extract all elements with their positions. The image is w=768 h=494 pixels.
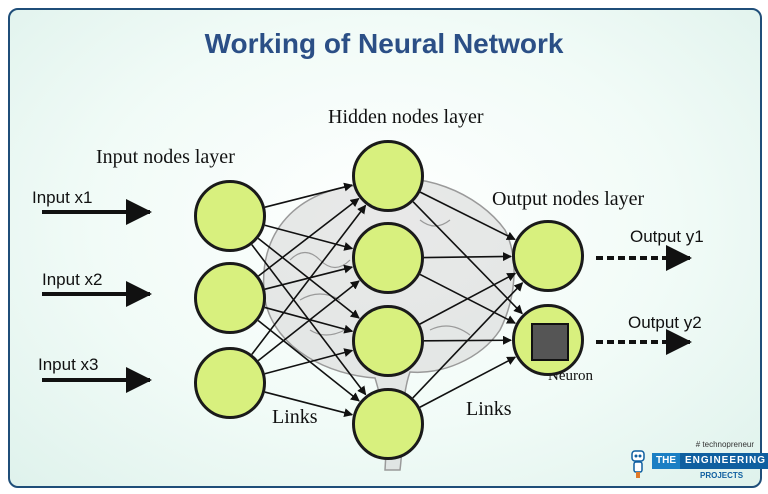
input-label-1: Input x1 xyxy=(32,188,93,207)
hidden-node-3 xyxy=(352,305,424,377)
logo-engineering: ENGINEERING xyxy=(680,453,768,469)
link-line xyxy=(264,306,354,334)
logo-projects: PROJECTS xyxy=(700,471,744,480)
link-line xyxy=(258,197,360,277)
logo-wordmark: THE ENGINEERING xyxy=(652,453,768,469)
links-label-left: Links xyxy=(272,406,318,428)
output-node-1 xyxy=(512,220,584,292)
hidden-layer-label: Hidden nodes layer xyxy=(328,106,484,128)
links-label-right: Links xyxy=(466,398,512,420)
hidden-node-4 xyxy=(352,388,424,460)
link-line xyxy=(419,356,517,408)
input-node-1 xyxy=(194,180,266,252)
link-line xyxy=(419,191,516,241)
input-label-3: Input x3 xyxy=(38,355,99,374)
input-label-2: Input x2 xyxy=(42,270,103,289)
link-line xyxy=(423,252,513,262)
link-line xyxy=(264,182,354,208)
input-arrows xyxy=(42,199,152,393)
link-line xyxy=(264,391,354,418)
input-node-3 xyxy=(194,347,266,419)
link-line xyxy=(264,348,354,375)
page-title: Working of Neural Network xyxy=(204,28,564,59)
hidden-node-1 xyxy=(352,140,424,212)
engineering-projects-logo: # technopreneur THE ENGINEERING PROJECTS xyxy=(622,440,768,488)
link-line xyxy=(412,282,524,399)
logo-tagline: # technopreneur xyxy=(695,440,754,449)
output-label-2: Output y2 xyxy=(628,313,702,332)
link-line xyxy=(419,272,517,325)
link-line xyxy=(257,319,360,402)
input-layer-label: Input nodes layer xyxy=(96,146,235,168)
robot-icon xyxy=(631,450,645,478)
link-line xyxy=(251,204,367,355)
input-node-2 xyxy=(194,262,266,334)
output-layer-label: Output nodes layer xyxy=(492,188,645,210)
neuron-icon xyxy=(531,323,569,361)
hidden-node-2 xyxy=(352,222,424,294)
link-lines xyxy=(251,182,524,418)
logo-the: THE xyxy=(652,453,680,469)
link-line xyxy=(264,264,354,290)
output-label-1: Output y1 xyxy=(630,227,704,246)
output-node-2 xyxy=(512,304,584,376)
link-line xyxy=(257,280,360,362)
output-arrows xyxy=(596,245,692,355)
